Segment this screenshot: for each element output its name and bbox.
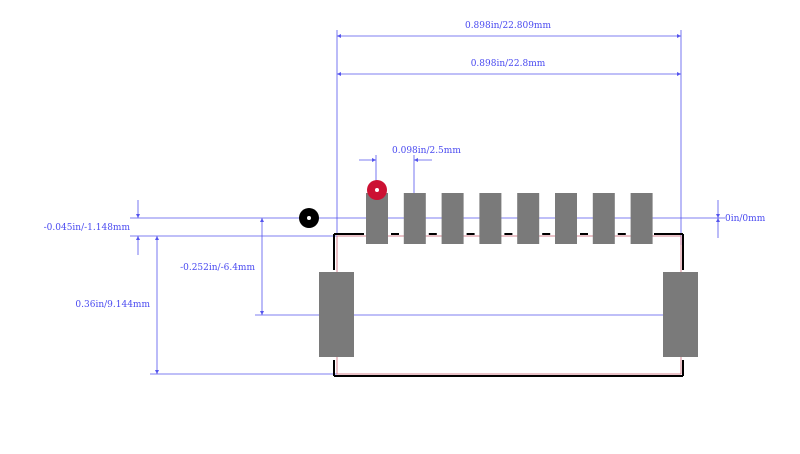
- signal-pad: [366, 193, 388, 244]
- arrow-left: [414, 158, 418, 162]
- signal-pad: [555, 193, 577, 244]
- pin1-marker-center: [375, 188, 379, 192]
- arrow-down: [716, 214, 720, 218]
- signal-pad: [592, 193, 615, 244]
- mount-pad-left: [319, 272, 354, 357]
- courtyard-outline: [336, 235, 682, 375]
- marker-group: [299, 180, 387, 228]
- arrow-up: [260, 218, 264, 222]
- dimension-lines: [130, 30, 725, 375]
- pad-group: [319, 193, 698, 357]
- dim-label-pitch: 0.098in/2.5mm: [392, 146, 461, 156]
- mount-pad-right: [663, 272, 698, 357]
- arrow-right: [372, 158, 376, 162]
- signal-pad: [441, 193, 464, 244]
- dim-label-overall-width-outer: 0.898in/22.809mm: [465, 21, 551, 31]
- dim-label-mount-pad-offset: -0.252in/-6.4mm: [180, 263, 255, 273]
- arrow-down: [260, 311, 264, 315]
- arrow-up: [136, 236, 140, 240]
- arrow-left: [337, 34, 341, 38]
- silkscreen-outline: [333, 233, 684, 377]
- dim-label-origin-zero: 0in/0mm: [725, 214, 766, 224]
- signal-pad: [517, 193, 540, 244]
- courtyard-rect: [336, 235, 682, 375]
- arrow-down: [155, 370, 159, 374]
- signal-pad: [630, 193, 653, 244]
- arrow-right: [677, 34, 681, 38]
- dim-label-body-depth: 0.36in/9.144mm: [75, 300, 150, 310]
- arrow-right: [677, 72, 681, 76]
- dim-label-overall-width-inner: 0.898in/22.8mm: [471, 59, 546, 69]
- arrow-up: [155, 236, 159, 240]
- arrow-left: [337, 72, 341, 76]
- arrow-down: [136, 214, 140, 218]
- signal-pad: [479, 193, 502, 244]
- arrow-up: [716, 218, 720, 222]
- dim-label-pad-top-offset: -0.045in/-1.148mm: [44, 223, 131, 233]
- signal-pad: [403, 193, 426, 244]
- origin-marker-center: [307, 216, 311, 220]
